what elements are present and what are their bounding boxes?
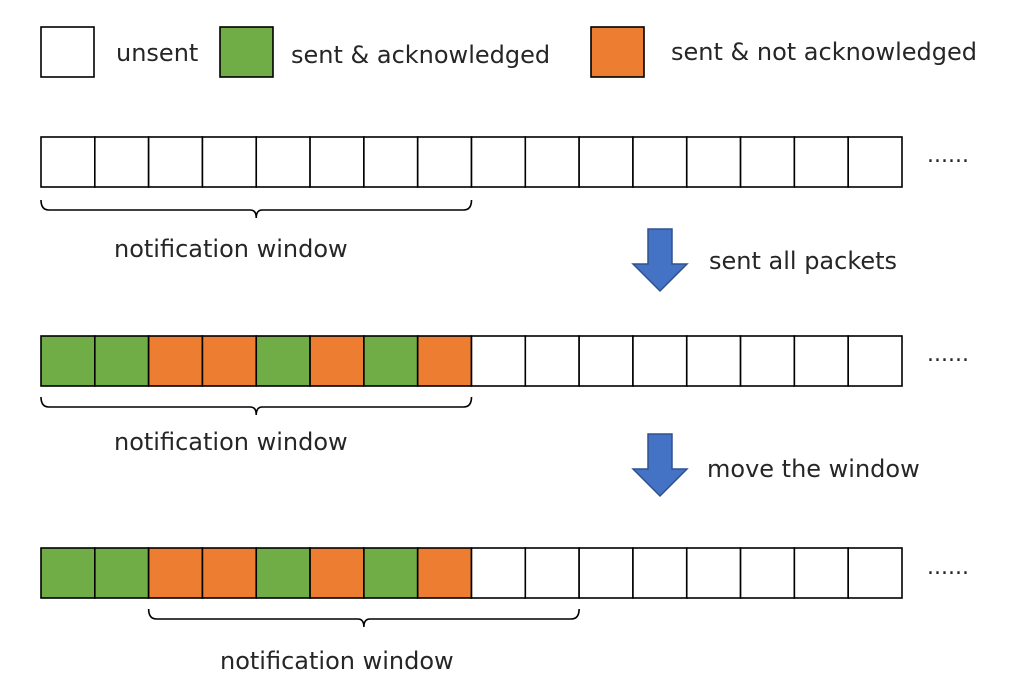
row-ellipsis: ...... xyxy=(927,555,969,580)
packet-cell-unsent xyxy=(470,335,527,387)
window-label: notification window xyxy=(114,428,348,456)
row-ellipsis: ...... xyxy=(927,342,969,367)
packet-row xyxy=(40,335,903,387)
packet-cell-unsent xyxy=(847,335,903,387)
down-arrow-icon xyxy=(631,228,689,293)
packet-cell-unsent xyxy=(632,335,688,387)
legend-label-unsent: unsent xyxy=(116,39,198,67)
packet-row xyxy=(40,547,903,599)
packet-row xyxy=(40,136,903,188)
packet-cell-unsent xyxy=(255,136,311,188)
packet-cell-unsent xyxy=(685,547,742,599)
packet-cell-pending xyxy=(309,547,365,599)
legend-swatch-unsent xyxy=(40,26,95,78)
packet-cell-unsent xyxy=(40,136,96,188)
packet-cell-acked xyxy=(255,335,311,387)
packet-cell-pending xyxy=(201,547,258,599)
packet-cell-unsent xyxy=(578,335,634,387)
packet-cell-unsent xyxy=(793,335,849,387)
packet-cell-unsent xyxy=(578,547,634,599)
window-brace xyxy=(40,199,473,219)
window-label: notification window xyxy=(220,647,454,675)
packet-cell-acked xyxy=(40,335,96,387)
packet-cell-pending xyxy=(309,335,365,387)
legend-label-acked: sent & acknowledged xyxy=(291,41,550,69)
packet-cell-unsent xyxy=(847,136,903,188)
packet-cell-pending xyxy=(201,335,258,387)
legend-label-pending: sent & not acknowledged xyxy=(671,38,977,66)
packet-cell-unsent xyxy=(847,547,903,599)
window-brace xyxy=(147,608,580,628)
step-label-sent-all: sent all packets xyxy=(709,247,897,275)
packet-cell-unsent xyxy=(470,547,527,599)
packet-cell-unsent xyxy=(739,136,796,188)
packet-cell-unsent xyxy=(524,547,580,599)
window-brace xyxy=(40,396,473,416)
packet-cell-unsent xyxy=(147,136,204,188)
packet-cell-pending xyxy=(147,547,204,599)
legend: unsent sent & acknowledged sent & not ac… xyxy=(40,26,977,78)
packet-cell-unsent xyxy=(578,136,634,188)
packet-cell-unsent xyxy=(94,136,150,188)
packet-cell-unsent xyxy=(524,335,580,387)
packet-cell-acked xyxy=(363,547,419,599)
packet-cell-acked xyxy=(94,547,150,599)
packet-cell-pending xyxy=(416,335,473,387)
packet-cell-unsent xyxy=(685,136,742,188)
packet-cell-unsent xyxy=(793,547,849,599)
packet-cell-unsent xyxy=(739,335,796,387)
packet-cell-unsent xyxy=(416,136,473,188)
packet-cell-unsent xyxy=(685,335,742,387)
packet-cell-unsent xyxy=(201,136,258,188)
packet-cell-unsent xyxy=(524,136,580,188)
packet-cell-unsent xyxy=(470,136,527,188)
row-ellipsis: ...... xyxy=(927,143,969,168)
packet-cell-unsent xyxy=(632,136,688,188)
packet-cell-acked xyxy=(94,335,150,387)
legend-swatch-pending xyxy=(590,26,645,78)
packet-cell-unsent xyxy=(363,136,419,188)
down-arrow-icon xyxy=(631,433,689,498)
legend-swatch-acked xyxy=(219,26,274,78)
packet-cell-unsent xyxy=(793,136,849,188)
packet-cell-acked xyxy=(363,335,419,387)
packet-cell-acked xyxy=(255,547,311,599)
packet-cell-pending xyxy=(416,547,473,599)
window-label: notification window xyxy=(114,235,348,263)
packet-cell-acked xyxy=(40,547,96,599)
packet-cell-unsent xyxy=(739,547,796,599)
packet-cell-unsent xyxy=(632,547,688,599)
step-label-move-window: move the window xyxy=(707,455,920,483)
packet-cell-pending xyxy=(147,335,204,387)
packet-cell-unsent xyxy=(309,136,365,188)
